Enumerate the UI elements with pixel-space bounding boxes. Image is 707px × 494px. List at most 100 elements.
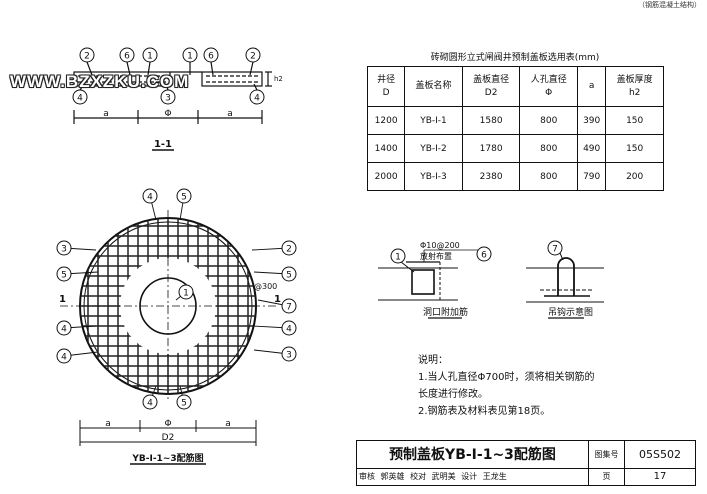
cell: 2380 [461,162,521,191]
cell: 800 [519,162,579,191]
cell: 790 [577,162,607,191]
plan-title: YB-Ⅰ-1~3配筋图 [131,452,203,464]
page-number: 17 [653,471,667,482]
cell: 490 [577,134,607,163]
cell: YB-Ⅰ-2 [404,134,463,163]
rebar-bubble [56,348,72,364]
rebar-bubble-label: 3 [61,245,67,255]
cell: 1400 [366,134,406,163]
rebar-bubble-label: 5 [61,271,67,281]
rebar-bubble [281,298,297,314]
cell: 150 [605,134,664,163]
plan-texts: 1 1 @300 a Φ a D2 YB-Ⅰ-1~3配筋图 [59,282,281,464]
rebar-bubble-label: 4 [147,193,153,203]
th-name: 盖板名称 [404,66,463,107]
slab-left-part [73,71,171,87]
plan-dim-d2: D2 [162,433,175,443]
cell: 1580 [461,106,521,135]
dim-a-left: a [103,109,109,119]
rebar-bubble-label: 2 [286,245,292,255]
designer-name: 王龙生 [482,472,507,481]
plan-dim-a-left: a [105,419,111,429]
drawing-title: 预制盖板YB-Ⅰ-1~3配筋图 [357,441,589,469]
rebar-bubble [281,346,297,362]
rebar-bubble [281,240,297,256]
cell: 200 [605,162,664,191]
bubble-1b-text: 1 [187,52,193,62]
cell: 1200 [366,106,406,135]
top-right-note: （钢筋混凝土结构） [638,1,701,9]
cell: 800 [519,106,579,135]
detail1-label1: 1 [395,253,401,263]
check-label: 校对 [410,472,427,481]
spacing-label: @300 [254,282,277,291]
section-title: 1-1 [154,139,172,150]
bubble-2a [79,47,95,63]
note-line-3: 2.钢筋表及材料表见第18页。 [418,406,551,417]
detail2-title: 吊钩示意图 [548,306,593,318]
notes-head: 说明： [418,355,448,366]
rebar-bubble [176,188,192,204]
rebar-bubble-label: 4 [61,325,67,335]
table-row: 1200 YB-Ⅰ-1 1580 800 390 150 [366,106,664,135]
plan-dim-phi: Φ [164,419,171,429]
bubble-2a-text: 2 [84,52,90,62]
detail1-label6: 6 [481,251,487,261]
detail1-bar: Φ10@200 [420,241,460,250]
rebar-bubble-label: 3 [286,351,292,361]
section-bubbles: 2 6 1 1 6 2 4 3 4 h2 a Φ a 1-1 [72,47,283,150]
rebar-bubble-label: 4 [61,353,67,363]
slab-right-part [201,71,263,87]
th-a: a [577,66,607,107]
bubble-2b-text: 2 [250,52,256,62]
section-1-1 [73,61,272,151]
rebar-bubble [56,266,72,282]
review-label: 审核 [359,472,375,481]
bubble-1a-text: 1 [147,52,153,62]
atlas-number: 05S502 [625,441,695,469]
bubble-6a-text: 6 [124,52,130,62]
axis-left: 1 [59,294,66,305]
rebar-bubble [56,240,72,256]
rebar-bubble-label: 4 [147,399,153,409]
detail-lifting-hook [526,240,604,319]
h2-label: h2 [274,75,283,83]
checker-name: 武明美 [431,472,456,481]
table-caption: 砖砌圆形立式闸阀井预制盖板选用表(mm) [430,53,600,63]
detail2-label7: 7 [552,245,558,255]
cell: 2000 [366,162,406,191]
rebar-bubble [176,394,192,410]
rebar-bubble-label: 5 [181,399,187,409]
signature-row: 审核 郭英雄 校对 武明美 设计 王龙生 [357,469,589,485]
cell: 1780 [461,134,521,163]
bubble-4b-text: 4 [254,94,260,104]
plan-dim-a-right: a [225,419,231,429]
rebar-bubble [142,188,158,204]
bubble-3-text: 3 [165,94,171,104]
page-label: 页 [589,469,625,485]
table-row: 2000 YB-Ⅰ-3 2380 800 790 200 [366,162,664,191]
cell: YB-Ⅰ-1 [404,106,463,135]
design-label: 设计 [461,472,478,481]
rebar-bubble-label: 5 [181,193,187,203]
detail1-title: 洞口附加筋 [423,306,468,318]
rebar-bubble [178,284,194,300]
bubble-4a-text: 4 [77,94,83,104]
dim-phi: Φ [164,109,171,119]
watermark: WWW.BZXZKU.COM [10,72,190,91]
note-line-1: 1.当人孔直径Φ700时，须将相关钢筋的 [418,372,595,383]
title-block: 预制盖板YB-Ⅰ-1~3配筋图 图集号 05S502 审核 郭英雄 校对 武明美… [356,440,696,486]
rebar-bubble-label: 7 [286,303,292,313]
atlas-label: 图集号 [589,441,625,469]
note-line-2: 长度进行修改。 [418,389,488,400]
dim-a-right: a [227,109,233,119]
rebar-bubble-label: 4 [286,325,292,335]
